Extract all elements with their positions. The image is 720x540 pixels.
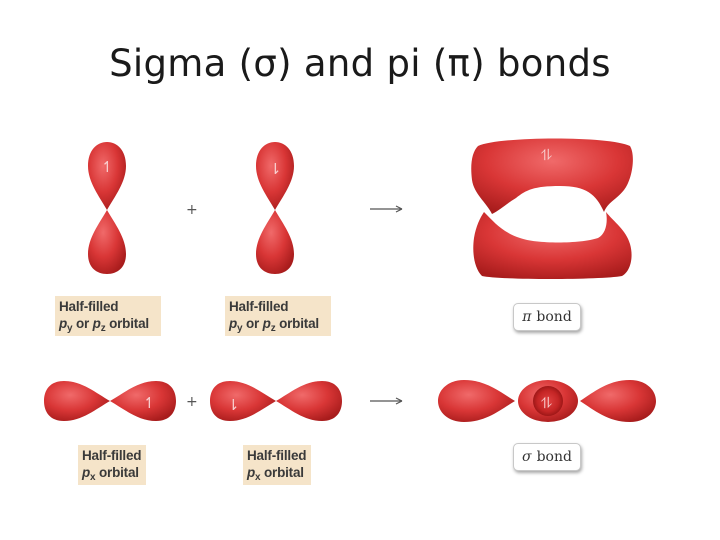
lobe-lower <box>88 210 126 274</box>
sigma-center-glow <box>533 386 563 416</box>
sigma-bond-label: σ bond <box>513 443 581 471</box>
pi-bond-label: π bond <box>513 303 581 331</box>
sigma-bond-word: bond <box>536 449 572 465</box>
p-orbital-horizontal-2: ⇂ <box>210 381 342 421</box>
p-orbital-vertical-2: ⇂ <box>256 142 294 274</box>
sigma-symbol: σ <box>522 449 532 465</box>
spin-down-arrow: ⇂ <box>269 160 282 178</box>
plus-sign-bottom: + <box>186 394 198 410</box>
pi-bond-orbital: ⥮ <box>471 138 633 279</box>
pi-symbol: π <box>522 309 532 325</box>
p-orbital-vertical-1: ↿ <box>88 142 126 274</box>
reaction-arrow-bottom <box>370 397 403 405</box>
reaction-arrow-top <box>370 205 403 213</box>
label-half-filled-px-left: Half-filled px orbital <box>78 445 146 485</box>
pi-upper-lobe <box>471 138 633 214</box>
label-half-filled-py-pz-left: Half-filled py or pz orbital <box>55 296 161 336</box>
sigma-left-lobe <box>438 380 515 422</box>
lobe-upper <box>256 142 294 210</box>
sigma-bond-orbital: ⥮ <box>438 380 656 422</box>
sigma-right-lobe <box>580 380 656 422</box>
lobe-left <box>44 381 110 421</box>
label-half-filled-py-pz-right: Half-filled py or pz orbital <box>225 296 331 336</box>
label-half-filled-px-right: Half-filled px orbital <box>243 445 311 485</box>
pi-lower-lobe <box>473 212 632 279</box>
spin-up-arrow: ↿ <box>143 394 156 412</box>
p-orbital-horizontal-1: ↿ <box>44 381 176 421</box>
lobe-right <box>276 381 342 421</box>
spin-down-arrow: ⇂ <box>227 396 240 414</box>
lobe-right <box>110 381 176 421</box>
spin-up-arrow: ↿ <box>101 158 114 176</box>
plus-sign-top: + <box>186 202 198 218</box>
spin-pair-arrows: ⥮ <box>541 394 552 412</box>
slide-title: Sigma (σ) and pi (π) bonds <box>109 42 611 85</box>
lobe-upper <box>88 142 126 210</box>
lobe-left <box>210 381 276 421</box>
lobe-lower <box>256 210 294 274</box>
spin-pair-arrows: ⥮ <box>541 146 552 164</box>
pi-bond-word: bond <box>536 309 572 325</box>
